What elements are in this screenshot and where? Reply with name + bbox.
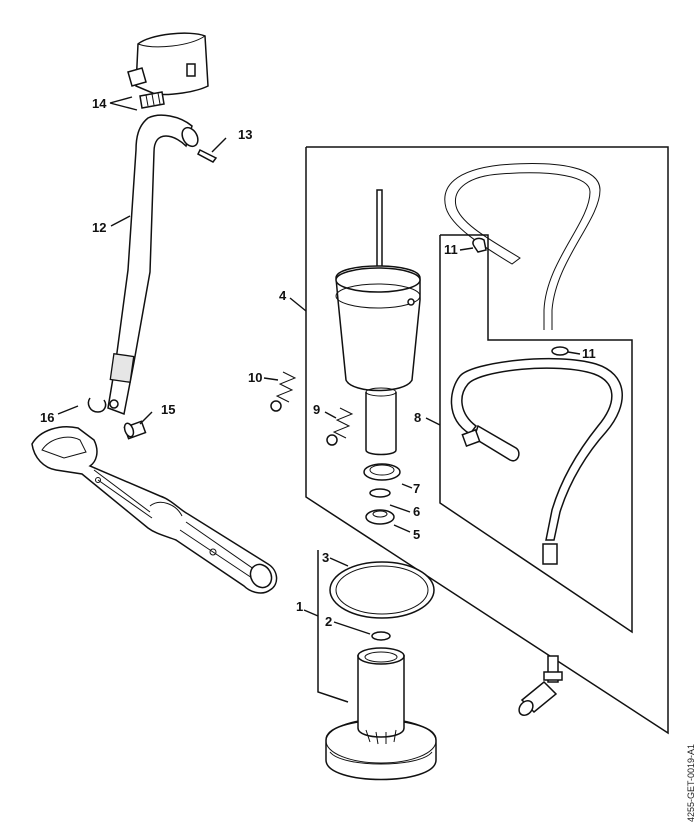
- callout-2: 2: [325, 614, 332, 629]
- callout-4: 4: [279, 288, 287, 303]
- spring-part-10: [270, 371, 297, 412]
- callout-labels: 1 2 3 4 5 6 7 8 9 10 11 11 12 13 14 15 1…: [40, 96, 596, 629]
- handle-bar-part-12: [107, 114, 199, 416]
- callout-11-lower: 11: [582, 346, 596, 361]
- hose-clamp-part-11a: [472, 237, 487, 253]
- o-ring-part-3: [329, 561, 435, 619]
- callout-7: 7: [413, 481, 420, 496]
- callout-8: 8: [414, 410, 421, 425]
- seal-part-2: [371, 631, 391, 641]
- bushing-part-15: [123, 420, 147, 440]
- callout-13: 13: [238, 127, 252, 142]
- hose-thin: [444, 163, 601, 330]
- leader-lines: [57, 96, 581, 635]
- hose-clamp-part-11b: [551, 346, 569, 356]
- valve-part-5: [365, 509, 395, 525]
- callout-12: 12: [92, 220, 106, 235]
- callout-15: 15: [161, 402, 175, 417]
- washer-part-6: [369, 488, 391, 498]
- elbow-fitting: [518, 655, 563, 716]
- clip-part-16: [87, 397, 107, 413]
- callout-5: 5: [413, 527, 420, 542]
- lower-handle-tube: [31, 426, 278, 594]
- spring-part-9: [326, 407, 354, 446]
- cap-part-14: [127, 32, 209, 109]
- callout-11-upper: 11: [444, 242, 458, 257]
- assembly-frame-4: [305, 146, 669, 735]
- callout-1: 1: [296, 599, 303, 614]
- hose-corrugated-part-8: [450, 357, 623, 565]
- pin-part-13: [197, 148, 218, 163]
- callout-16: 16: [40, 410, 54, 425]
- callout-6: 6: [413, 504, 420, 519]
- base-part-1: [325, 647, 437, 781]
- callout-3: 3: [322, 550, 329, 565]
- tank-part-4: [335, 189, 421, 456]
- assembly-frame-8: [439, 234, 633, 634]
- callout-9: 9: [313, 402, 320, 417]
- assembly-frame-1: [317, 550, 349, 703]
- document-id: 4255-GET-0019-A1: [686, 744, 696, 822]
- callout-14: 14: [92, 96, 107, 111]
- seal-ring-part-7: [363, 463, 401, 481]
- callout-10: 10: [248, 370, 262, 385]
